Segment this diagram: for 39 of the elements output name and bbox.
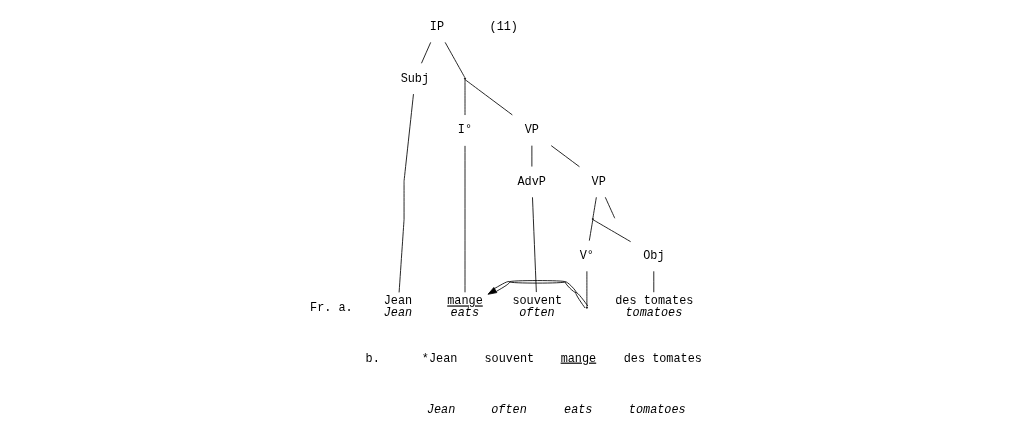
connector <box>421 41 432 64</box>
node-text: des tomates tomatoes <box>615 294 694 321</box>
node-point <box>591 217 594 221</box>
node-text: souvent often <box>512 294 563 321</box>
connector <box>550 145 580 168</box>
label: tomatoes <box>628 403 686 418</box>
node-text: Jean Jean <box>383 294 413 321</box>
connector <box>532 196 537 293</box>
label: des tomates <box>623 352 702 367</box>
node-text: AdvP <box>517 175 546 190</box>
node-point <box>585 306 588 309</box>
label: Fr. a. <box>310 300 353 315</box>
label: often <box>491 403 527 418</box>
label: (11) <box>489 20 518 35</box>
label: Jean <box>426 403 456 418</box>
label: mange <box>560 351 597 366</box>
node-text: VP <box>524 123 539 138</box>
node-text: mange eats <box>447 294 483 321</box>
node-text: Subj <box>400 71 430 86</box>
connector <box>604 196 616 219</box>
connector <box>464 79 513 116</box>
node-text: Obj <box>643 249 665 264</box>
node-text: V° <box>579 249 594 264</box>
connector <box>398 93 414 293</box>
node-text: VP <box>591 175 606 190</box>
label: eats <box>564 403 593 418</box>
connector <box>444 41 466 79</box>
connector <box>464 79 466 116</box>
label: b. <box>365 352 380 367</box>
connector <box>586 270 588 308</box>
label: *Jean <box>421 352 458 367</box>
node-point <box>463 77 467 80</box>
node-text: IP <box>429 20 445 35</box>
node-text: I° <box>457 123 473 138</box>
connector <box>592 196 597 219</box>
connector <box>588 219 594 242</box>
connector <box>592 219 632 243</box>
label: souvent <box>484 352 535 367</box>
arrow <box>487 280 589 309</box>
